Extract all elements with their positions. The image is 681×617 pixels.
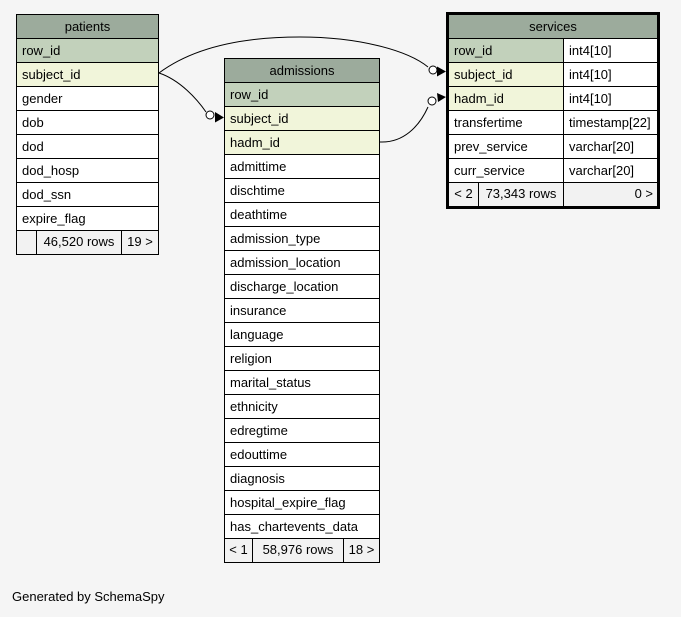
- column-type: timestamp[22]: [564, 111, 657, 134]
- column-patients-dod-ssn: dod_ssn: [17, 183, 158, 207]
- services-children-count: 0 >: [634, 186, 653, 201]
- column-admissions-deathtime: deathtime: [225, 203, 379, 227]
- column-admissions-admission-type: admission_type: [225, 227, 379, 251]
- patients-parent-count: [17, 231, 37, 254]
- column-admissions-diagnosis: diagnosis: [225, 467, 379, 491]
- column-admissions-dischtime: dischtime: [225, 179, 379, 203]
- arrowhead-admissions-subject-id: [215, 112, 224, 123]
- column-patients-dod: dod: [17, 135, 158, 159]
- services-row-count: 73,343 rows: [479, 183, 564, 206]
- table-admissions-footer: < 1 58,976 rows 18 >: [225, 539, 379, 562]
- column-patients-row-id: row_id: [17, 39, 158, 63]
- column-patients-subject-id: subject_id: [17, 63, 158, 87]
- column-admissions-marital-status: marital_status: [225, 371, 379, 395]
- arrowhead-services-subject-id: [437, 66, 446, 77]
- column-admissions-admission-location: admission_location: [225, 251, 379, 275]
- column-type: varchar[20]: [564, 159, 657, 182]
- column-admissions-edouttime: edouttime: [225, 443, 379, 467]
- patients-row-count: 46,520 rows: [37, 231, 122, 254]
- column-type: int4[10]: [564, 87, 657, 110]
- column-patients-dod-hosp: dod_hosp: [17, 159, 158, 183]
- column-type: int4[10]: [564, 39, 657, 62]
- column-admissions-admittime: admittime: [225, 155, 379, 179]
- column-admissions-has-chartevents-data: has_chartevents_data: [225, 515, 379, 539]
- column-patients-dob: dob: [17, 111, 158, 135]
- cardinality-circle-services-hadm-id: [427, 96, 437, 106]
- column-patients-gender: gender: [17, 87, 158, 111]
- column-admissions-subject-id: subject_id: [225, 107, 379, 131]
- column-admissions-language: language: [225, 323, 379, 347]
- column-type: varchar[20]: [564, 135, 657, 158]
- relationship-line-patients-admissions: [158, 72, 207, 113]
- column-admissions-hadm-id: hadm_id: [225, 131, 379, 155]
- table-services-header[interactable]: services: [449, 15, 657, 39]
- column-admissions-ethnicity: ethnicity: [225, 395, 379, 419]
- table-admissions[interactable]: admissions row_id subject_id hadm_id adm…: [224, 58, 380, 563]
- table-patients-header[interactable]: patients: [17, 15, 158, 39]
- column-admissions-row-id: row_id: [225, 83, 379, 107]
- column-admissions-edregtime: edregtime: [225, 419, 379, 443]
- cardinality-circle-services-subject-id: [428, 65, 438, 75]
- admissions-children-count: 18 >: [348, 542, 375, 557]
- column-patients-expire-flag: expire_flag: [17, 207, 158, 231]
- table-patients-footer: 46,520 rows 19 >: [17, 231, 158, 254]
- schemaspy-credit: Generated by SchemaSpy: [12, 589, 165, 604]
- arrowhead-services-hadm-id: [437, 93, 446, 102]
- relationship-line-admissions-services: [379, 106, 429, 143]
- table-admissions-header[interactable]: admissions: [225, 59, 379, 83]
- column-admissions-religion: religion: [225, 347, 379, 371]
- cardinality-circle-admissions-subject-id: [205, 110, 215, 120]
- column-admissions-hospital-expire-flag: hospital_expire_flag: [225, 491, 379, 515]
- admissions-parent-count: < 1: [225, 539, 253, 562]
- column-type: int4[10]: [564, 63, 657, 86]
- column-admissions-insurance: insurance: [225, 299, 379, 323]
- table-services-footer: < 2 73,343 rows 0 >: [449, 183, 657, 206]
- admissions-row-count: 58,976 rows: [253, 539, 344, 562]
- table-patients[interactable]: patients row_id subject_id gender dob do…: [16, 14, 159, 255]
- column-admissions-discharge-location: discharge_location: [225, 275, 379, 299]
- services-parent-count: < 2: [449, 183, 479, 206]
- patients-children-count: 19 >: [127, 234, 153, 249]
